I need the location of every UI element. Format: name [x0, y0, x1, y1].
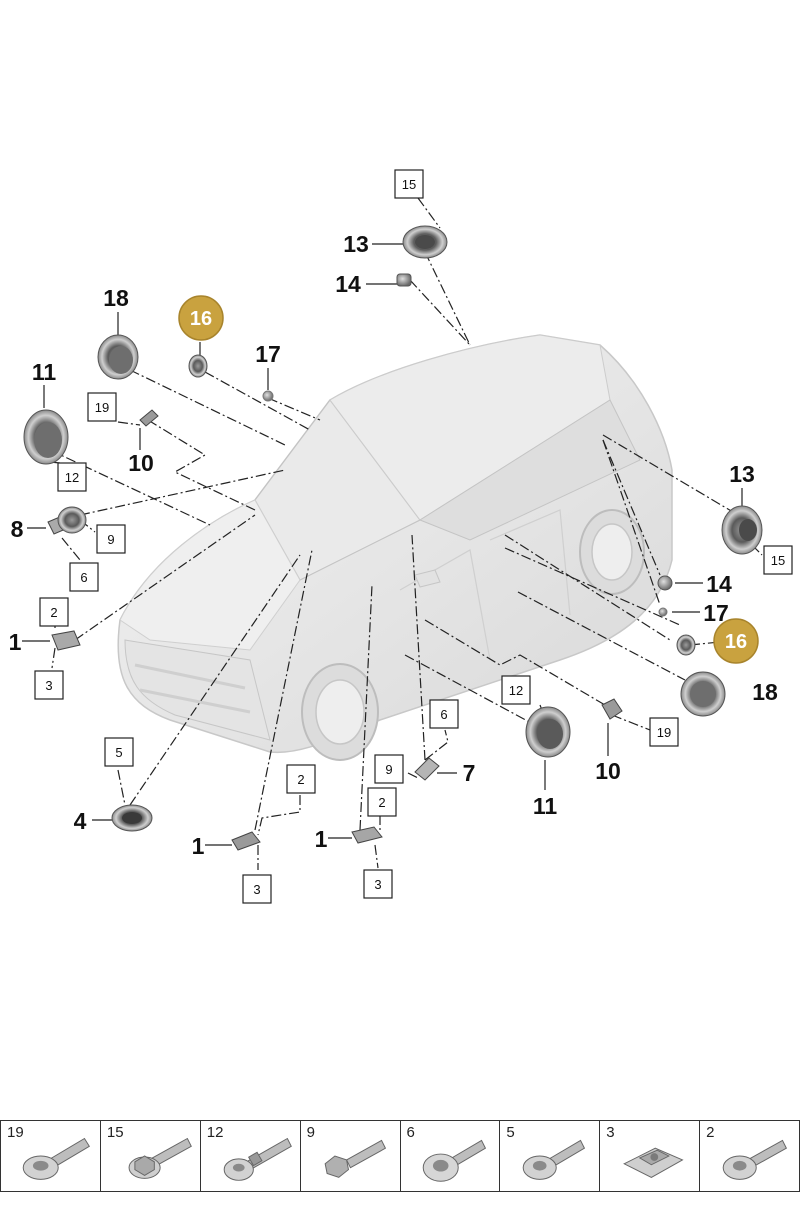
callout-4: 4	[74, 808, 87, 834]
callout-16-left: 16	[190, 308, 212, 330]
speaker-part-11-left	[23, 409, 69, 465]
fastener-cell-2: 2	[700, 1121, 799, 1191]
fastener-label: 2	[706, 1124, 715, 1141]
callout-3-left: 3	[45, 678, 52, 693]
callout-17-left: 17	[255, 341, 281, 367]
callout-3-bottom-center: 3	[374, 877, 381, 892]
callout-1-bottom-left: 1	[192, 833, 205, 859]
fastener-cell-5: 5	[500, 1121, 601, 1191]
callout-13-top: 13	[343, 231, 369, 257]
callouts: 15 19 12 9 6 2 3 15 12 19 6 9 5 2 3 2 3	[9, 169, 793, 904]
module-part-1-bottom-center	[351, 826, 383, 844]
callout-12-left: 12	[65, 470, 79, 485]
callout-5: 5	[115, 745, 122, 760]
module-part-1-bottom-left	[231, 831, 261, 851]
callout-13-right: 13	[729, 461, 755, 487]
speaker-part-13-right	[721, 505, 763, 555]
car-illustration	[117, 334, 673, 761]
callout-19-left: 19	[95, 400, 109, 415]
callout-3-bottom-left: 3	[253, 882, 260, 897]
module-part-1-left	[51, 630, 81, 651]
speaker-part-7	[414, 757, 440, 781]
speaker-part-8	[47, 506, 87, 535]
washer-bolt-icon	[422, 1139, 486, 1182]
speaker-part-18-left	[97, 334, 139, 380]
callout-16-right: 16	[725, 631, 747, 653]
flange-bolt-icon	[22, 1137, 91, 1180]
flange-bolt-icon	[523, 1139, 586, 1180]
callout-7: 7	[463, 760, 476, 786]
fastener-label: 19	[7, 1124, 24, 1141]
fastener-label: 5	[506, 1124, 515, 1141]
callout-10-left: 10	[128, 450, 154, 476]
callout-8: 8	[11, 516, 24, 542]
callout-2-bottom-center: 2	[378, 795, 385, 810]
fastener-label: 6	[406, 1124, 415, 1141]
speaker-part-18-right	[680, 671, 726, 717]
callout-15-right: 15	[771, 553, 785, 568]
fastener-label: 12	[206, 1124, 224, 1141]
callout-2-left: 2	[50, 605, 57, 620]
callout-14-right: 14	[706, 571, 732, 597]
speaker-part-10-left	[139, 409, 159, 427]
speaker-part-17-right	[658, 607, 668, 617]
callout-19-right: 19	[657, 725, 671, 740]
callout-14-top: 14	[335, 271, 361, 297]
speaker-part-17-left	[262, 390, 274, 402]
speaker-part-11-right	[525, 706, 571, 758]
fastener-legend: 19 15 12 9 6	[0, 1120, 800, 1192]
speaker-part-4	[111, 804, 153, 832]
flange-bolt-icon	[722, 1139, 788, 1180]
leader-lines	[22, 197, 763, 870]
callout-18-right: 18	[752, 679, 778, 705]
collar-bolt-icon	[223, 1137, 292, 1181]
fastener-label: 15	[106, 1124, 124, 1141]
callout-15-top: 15	[402, 177, 416, 192]
callout-10-right: 10	[595, 758, 621, 784]
callout-12-mid: 12	[509, 683, 523, 698]
fastener-cell-12: 12	[201, 1121, 301, 1191]
callout-11-left: 11	[32, 359, 57, 385]
speaker-part-13-top	[402, 225, 448, 259]
fastener-cell-19: 19	[1, 1121, 101, 1191]
callout-18-left: 18	[103, 285, 129, 311]
callout-2-bottom-left: 2	[297, 772, 304, 787]
fastener-cell-3: 3	[600, 1121, 701, 1191]
speaker-part-10-right	[601, 698, 623, 720]
hex-head-bolt-icon	[324, 1139, 386, 1178]
fastener-label: 3	[606, 1124, 615, 1141]
callout-6-left: 6	[80, 570, 87, 585]
callout-9-left: 9	[107, 532, 114, 547]
fastener-cell-15: 15	[101, 1121, 201, 1191]
callout-11-right: 11	[533, 793, 558, 819]
fastener-cell-6: 6	[401, 1121, 501, 1191]
speaker-part-16-right	[676, 634, 696, 656]
speaker-part-14-right	[657, 575, 673, 591]
speaker-part-14-top	[396, 273, 412, 287]
callout-6-mid: 6	[440, 707, 447, 722]
hex-flange-bolt-icon	[128, 1137, 192, 1179]
fastener-label: 9	[306, 1124, 315, 1141]
callout-9-mid: 9	[385, 762, 392, 777]
callout-1-left: 1	[9, 629, 22, 655]
parts	[23, 225, 763, 851]
callout-1-bottom-center: 1	[315, 826, 328, 852]
fastener-cell-9: 9	[301, 1121, 401, 1191]
clip-nut-icon	[623, 1147, 684, 1178]
speaker-part-16-left	[188, 354, 208, 378]
